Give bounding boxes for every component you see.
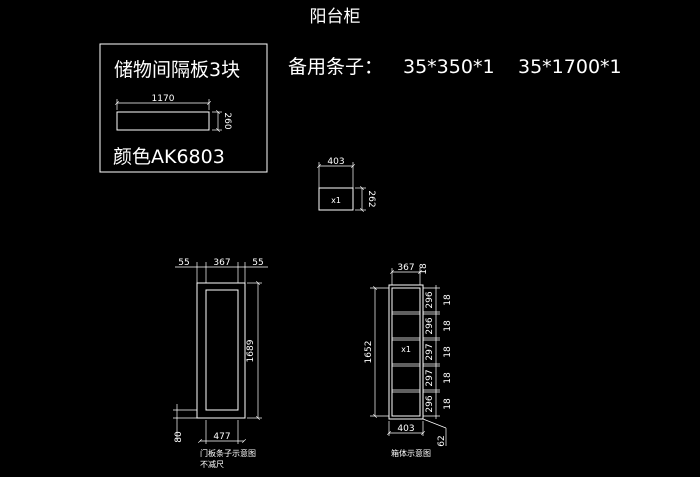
cabinet-gap-5: 296 — [425, 395, 435, 412]
spare-strip-1: 35*350*1 — [403, 56, 495, 78]
shelf-width-dim: 1170 — [152, 94, 175, 104]
cabinet-shelf-thick-2: 18 — [443, 320, 453, 332]
small-part: 403 x1 262 — [317, 157, 376, 212]
shelf-spec-box: 储物间隔板3块 1170 260 颜色AK6803 — [99, 43, 268, 173]
door-height-dim: 1689 — [246, 339, 256, 362]
cabinet-height-dim: 1652 — [364, 341, 374, 364]
cabinet-diagram: 367 18 x1 1652 296 296 297 297 29 — [364, 263, 453, 458]
small-part-qty: x1 — [331, 196, 341, 205]
cabinet-shelf-thick-3: 18 — [443, 346, 453, 358]
shelf-label: 储物间隔板3块 — [114, 59, 240, 81]
shelf-height-dim: 260 — [222, 112, 232, 129]
cabinet-qty: x1 — [401, 345, 411, 354]
cabinet-gap-2: 296 — [425, 317, 435, 334]
cabinet-gap-1: 296 — [425, 291, 435, 308]
spare-strips-label: 备用条子： — [288, 56, 383, 78]
spare-strips-note: 备用条子： 35*350*1 35*1700*1 — [288, 56, 622, 78]
drawing-title: 阳台柜 — [310, 7, 361, 27]
door-side-dim: 80 — [174, 431, 184, 443]
cabinet-shelf-thick-5: 18 — [443, 398, 453, 410]
cabinet-base-dim: 62 — [437, 435, 447, 446]
small-part-height-dim: 262 — [366, 190, 376, 207]
cabinet-top-width-dim: 367 — [397, 263, 414, 273]
spare-strip-2: 35*1700*1 — [518, 56, 622, 78]
small-part-width-dim: 403 — [327, 157, 344, 167]
door-caption-1: 门板条子示意图 — [200, 448, 256, 458]
door-left-dim: 55 — [178, 258, 189, 268]
cabinet-caption: 箱体示意图 — [391, 448, 431, 458]
door-caption-2: 不减尺 — [200, 459, 224, 469]
door-right-dim: 55 — [252, 258, 263, 268]
cabinet-gap-4: 297 — [425, 369, 435, 386]
door-bottom-dim: 477 — [213, 432, 230, 442]
door-frame-diagram: 55 367 55 1689 80 477 门板条子示意图 不减尺 — [173, 258, 268, 469]
cabinet-shelf-thick-1: 18 — [443, 294, 453, 306]
cabinet-top-thick-dim: 18 — [419, 263, 429, 275]
shelf-color: 颜色AK6803 — [113, 146, 225, 168]
door-mid-dim: 367 — [213, 258, 230, 268]
cabinet-bottom-width-dim: 403 — [397, 424, 414, 434]
cabinet-gap-3: 297 — [425, 343, 435, 360]
cabinet-shelf-thick-4: 18 — [443, 372, 453, 384]
